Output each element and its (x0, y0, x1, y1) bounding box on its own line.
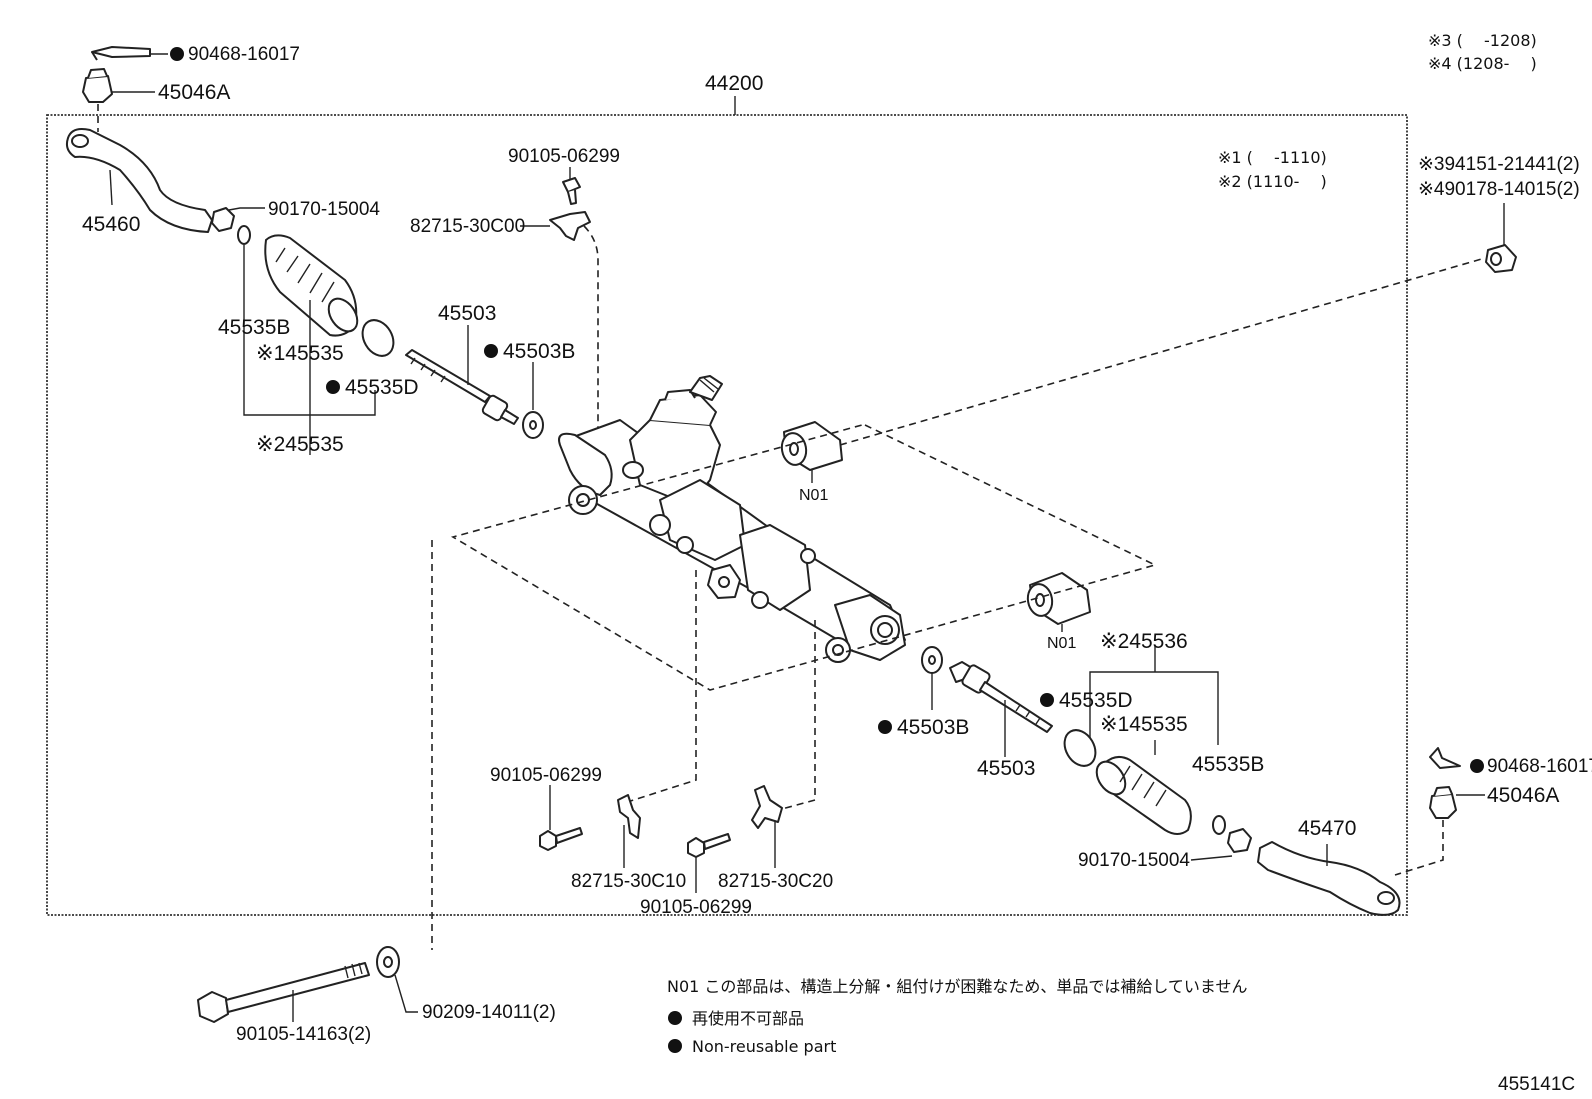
bolt-top (562, 177, 581, 205)
label-bushing-lower: N01 (1047, 635, 1076, 652)
label-bracket-top: 82715-30C00 (410, 216, 525, 237)
label-bushing-upper: N01 (799, 487, 828, 504)
rack-bushing-upper (780, 421, 843, 471)
variant-note-1: ※1 ( -1110) (1218, 148, 1327, 167)
castle-nut-right (1429, 786, 1457, 819)
label-rack-end-right: 45503 (977, 757, 1035, 780)
castle-nut-left (82, 68, 113, 103)
label-bolt-mid-left: 90105-06299 (490, 765, 602, 786)
label-washer-right: 45503B (897, 716, 969, 739)
tie-rod-end-right (1257, 841, 1401, 916)
label-band-right: 45535D (1059, 689, 1133, 712)
bracket-top (549, 211, 591, 241)
variant-note-4: ※4 (1208- ) (1428, 54, 1537, 73)
rack-end-left (405, 349, 519, 425)
variant-note-3: ※3 ( -1208) (1428, 31, 1537, 50)
label-nut-right-3: ※394151-21441(2) (1418, 154, 1580, 175)
boot-band-left (361, 319, 395, 357)
label-tie-rod-end-left: 45460 (82, 213, 140, 236)
label-bolt-top: 90105-06299 (508, 146, 620, 167)
legend-n01-note: N01 この部品は、構造上分解・組付けが困難なため、単品では補給していません (667, 977, 1247, 996)
bracket-mid-left (617, 794, 641, 839)
label-boot-right-1: ※145535 (1100, 713, 1188, 736)
label-boot-left-1: ※145535 (256, 342, 344, 365)
label-bracket-mid-right: 82715-30C20 (718, 871, 833, 892)
lock-nut-right (1227, 828, 1252, 853)
label-boot-right-2: ※245536 (1100, 630, 1188, 653)
lock-nut-left (211, 207, 235, 232)
label-nut-left: 45046A (158, 81, 230, 104)
assembly-number: 44200 (705, 72, 763, 95)
label-nut-right: 45046A (1487, 784, 1559, 807)
long-mounting-bolt (197, 962, 370, 1023)
cotter-pin-right (1429, 747, 1461, 769)
label-pin-right: 90468-16017 (1487, 756, 1592, 777)
label-rack-end-left: 45503 (438, 302, 496, 325)
tie-rod-end-left (65, 128, 213, 233)
legend-non-reusable-en: Non-reusable part (692, 1037, 836, 1056)
cotter-pin-left (91, 46, 151, 61)
nut-right-mount (1485, 244, 1517, 273)
label-clip-left: 45535B (218, 316, 290, 339)
label-boot-left-2: ※245535 (256, 433, 344, 456)
boot-clip-right (1212, 815, 1226, 835)
rack-end-right (949, 661, 1053, 733)
assembly-frame (46, 114, 1408, 916)
label-clip-right: 45535B (1192, 753, 1264, 776)
bolt-mid-left (539, 827, 583, 851)
steering-boot-left (264, 234, 359, 337)
label-nut-right-4: ※490178-14015(2) (1418, 179, 1580, 200)
label-washer-left: 45503B (503, 340, 575, 363)
label-band-left: 45535D (345, 376, 419, 399)
steering-gear-housing (558, 375, 906, 663)
diagram-code: 455141C (1498, 1074, 1575, 1095)
label-nut-15004-right: 90170-15004 (1078, 850, 1190, 871)
bracket-mid-right (751, 785, 783, 829)
label-washer-bolt: 90209-14011(2) (422, 1002, 556, 1023)
label-long-bolt: 90105-14163(2) (236, 1024, 371, 1045)
label-bracket-mid-left: 82715-30C10 (571, 871, 686, 892)
variant-note-2: ※2 (1110- ) (1218, 172, 1327, 191)
steering-boot-right (1095, 755, 1192, 835)
boot-clip-left (237, 225, 251, 245)
rack-bushing-lower (1026, 572, 1091, 625)
label-tie-rod-end-right: 45470 (1298, 817, 1356, 840)
bolt-mid-right (687, 833, 731, 858)
label-bolt-mid-right: 90105-06299 (640, 897, 752, 918)
label-pin-left: 90468-16017 (188, 44, 300, 65)
boot-band-right (1063, 729, 1097, 767)
legend-non-reusable-jp: 再使用不可部品 (692, 1009, 804, 1028)
label-nut-15004-left: 90170-15004 (268, 199, 380, 220)
